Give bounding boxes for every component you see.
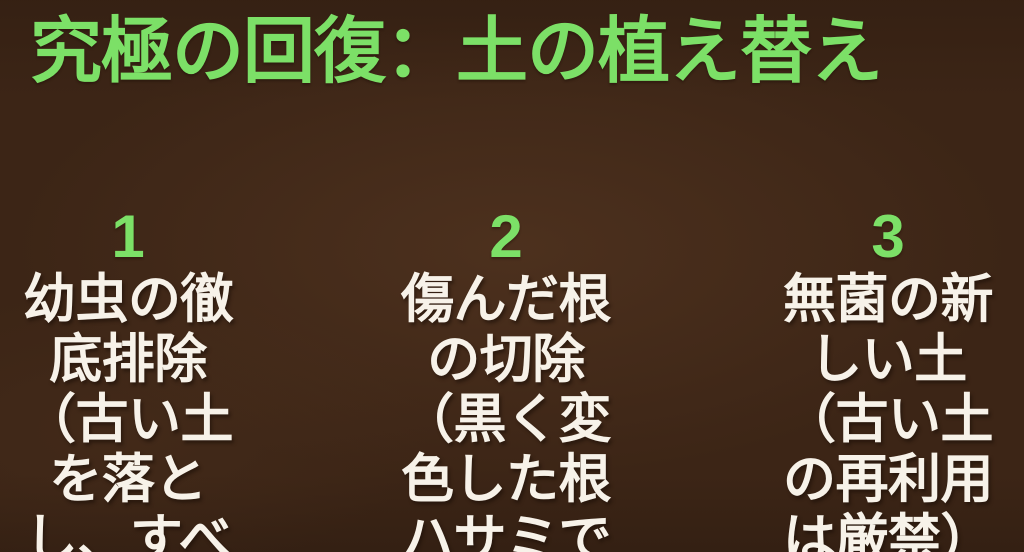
step-item-2: 2 傷んだ根の切除（黒く変色した根ハサミで切る）: [370, 204, 642, 552]
step-number-3: 3: [871, 203, 905, 270]
page-title: 究極の回復：土の植え替え: [30, 12, 883, 92]
step-text-1: 幼虫の徹底排除（古い土を落とし、すべて捕獲）: [23, 270, 234, 552]
step-item-3: 3 無菌の新しい土（古い土の再利用は厳禁）: [752, 204, 1024, 552]
step-text-2: 傷んだ根の切除（黒く変色した根ハサミで切る）: [401, 270, 612, 552]
step-item-1: 1 幼虫の徹底排除（古い土を落とし、すべて捕獲）: [0, 204, 264, 552]
step-text-3: 無菌の新しい土（古い土の再利用は厳禁）: [783, 270, 994, 552]
step-number-2: 2: [489, 203, 523, 270]
step-number-1: 1: [111, 203, 145, 270]
steps-row: 1 幼虫の徹底排除（古い土を落とし、すべて捕獲） 2 傷んだ根の切除（黒く変色し…: [0, 204, 1024, 552]
